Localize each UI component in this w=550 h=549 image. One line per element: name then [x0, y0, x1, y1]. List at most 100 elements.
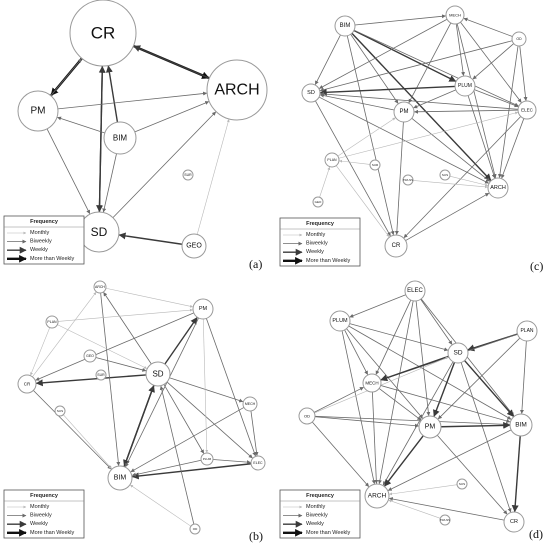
- edge-geo-to-sd: [95, 357, 147, 372]
- node-label: PLAN: [327, 158, 337, 162]
- edge-arch-to-bim: [100, 292, 121, 466]
- edge-pm-to-elec: [205, 318, 257, 457]
- nodes-layer: CRPMARCHBIMSURSDGEOARCHPMPLANGEOSDCRSURM…: [17, 0, 538, 535]
- node-pm: PM: [17, 90, 59, 132]
- node-label: MECH: [449, 13, 461, 18]
- edge-plan-to-pm: [337, 117, 396, 157]
- edge-plum-to-elec: [212, 459, 251, 465]
- node-circle: [334, 15, 356, 37]
- edge-sd-to-pm: [433, 362, 456, 417]
- node-circle: [364, 483, 390, 509]
- legend-box: [279, 489, 361, 539]
- edge-plum-to-arch: [341, 330, 376, 485]
- edge-bim-to-arch: [387, 429, 512, 491]
- legend-item: Biweekly: [306, 513, 328, 519]
- edge-plum-to-elec: [474, 89, 519, 108]
- node-arch: ARCH: [364, 483, 390, 509]
- edge-od-to-bim: [130, 484, 192, 527]
- node-label: BIM: [515, 422, 527, 429]
- node-circle: [369, 159, 381, 171]
- node-label: MECH: [365, 381, 378, 386]
- edge-plan-to-pm: [57, 308, 193, 322]
- legend-item: Biweekly: [30, 513, 52, 519]
- edge-od-to-mech: [463, 17, 513, 37]
- edge-bim-to-mech: [354, 14, 446, 26]
- edge-sus-to-arch: [449, 175, 489, 187]
- edge-mech-to-pm: [408, 22, 452, 104]
- node-trans: TRA NS: [402, 174, 414, 186]
- node-circle: [447, 342, 469, 364]
- legend-item: Weekly: [306, 249, 324, 255]
- legend-title: Frequency: [306, 221, 335, 227]
- node-circle: [516, 320, 538, 342]
- legend-item: More than Weekly: [306, 530, 350, 536]
- legend-item: Monthly: [30, 504, 50, 510]
- edge-bim-to-arch: [351, 32, 492, 181]
- edge-plum-to-sd: [319, 85, 456, 96]
- node-plan: PLAN: [324, 152, 340, 168]
- node-bim: BIM: [509, 413, 533, 437]
- edge-sd-to-arch: [318, 96, 489, 184]
- node-label: OD: [304, 414, 310, 419]
- node-label: ELEC: [407, 288, 423, 294]
- edge-cr-to-arch: [32, 291, 97, 377]
- node-circle: [402, 174, 414, 186]
- node-label: SD: [91, 225, 108, 239]
- node-circle: [456, 478, 468, 490]
- edge-sd-to-cr: [35, 374, 147, 387]
- node-cr: CR: [503, 511, 525, 533]
- node-label: PM: [31, 106, 46, 117]
- edge-sd-to-pm: [164, 317, 198, 365]
- legend-item: More than Weekly: [306, 258, 350, 264]
- edge-elec-to-bim: [131, 463, 252, 480]
- legend-box: [279, 217, 361, 267]
- edge-elec-to-plum: [349, 294, 406, 318]
- node-label: CR: [24, 382, 31, 387]
- edge-geo-to-sd: [118, 232, 183, 245]
- node-label: GEO: [186, 243, 202, 250]
- edge-bim-to-sd: [123, 385, 155, 467]
- node-mech: MECH: [445, 5, 465, 25]
- edge-plum-to-arch: [467, 95, 496, 179]
- node-circle: [45, 315, 59, 329]
- node-label: PLUM: [203, 457, 212, 461]
- node-circle: [511, 31, 527, 47]
- node-label: OD: [516, 37, 522, 41]
- edge-plum-to-mech: [344, 329, 368, 375]
- edge-pm-to-cr: [394, 121, 404, 235]
- edge-bim-to-cr: [511, 435, 521, 513]
- edge-geo-to-arch: [196, 119, 230, 235]
- node-label: PM: [199, 306, 208, 312]
- legend-item: Biweekly: [306, 241, 328, 247]
- edge-cr-to-arch: [388, 497, 505, 521]
- legend-item: More than Weekly: [30, 256, 74, 262]
- edge-elec-to-sd: [320, 92, 519, 110]
- edge-od-to-pm: [314, 416, 419, 428]
- node-label: GEO: [86, 354, 94, 358]
- edge-od-to-sd: [314, 356, 449, 414]
- node-label: PM: [425, 424, 436, 431]
- edge-plum-to-bim: [348, 325, 512, 420]
- node-circle: [393, 101, 415, 123]
- node-circle: [54, 405, 66, 417]
- node-label: CR: [392, 243, 401, 249]
- edge-bim-to-pm: [57, 116, 105, 134]
- edge-pm-to-plum: [202, 318, 209, 453]
- edge-plan-to-sd: [57, 324, 148, 369]
- edge-bim-to-sd: [314, 34, 341, 85]
- node-circle: [404, 280, 426, 302]
- node-od: OD: [298, 407, 316, 425]
- node-sur: SUR: [182, 169, 194, 181]
- edge-elec-to-arch: [377, 300, 414, 485]
- edge-od-to-arch: [497, 45, 519, 178]
- edge-bim-to-plum: [353, 29, 457, 82]
- panel-1-edges: [30, 287, 259, 527]
- edge-od-to-plum: [472, 43, 514, 80]
- edge-sd-to-mech: [380, 355, 449, 382]
- panel-label: (a): [249, 257, 262, 271]
- edge-od-to-elec: [519, 45, 528, 101]
- edge-sus-to-arch: [389, 484, 458, 496]
